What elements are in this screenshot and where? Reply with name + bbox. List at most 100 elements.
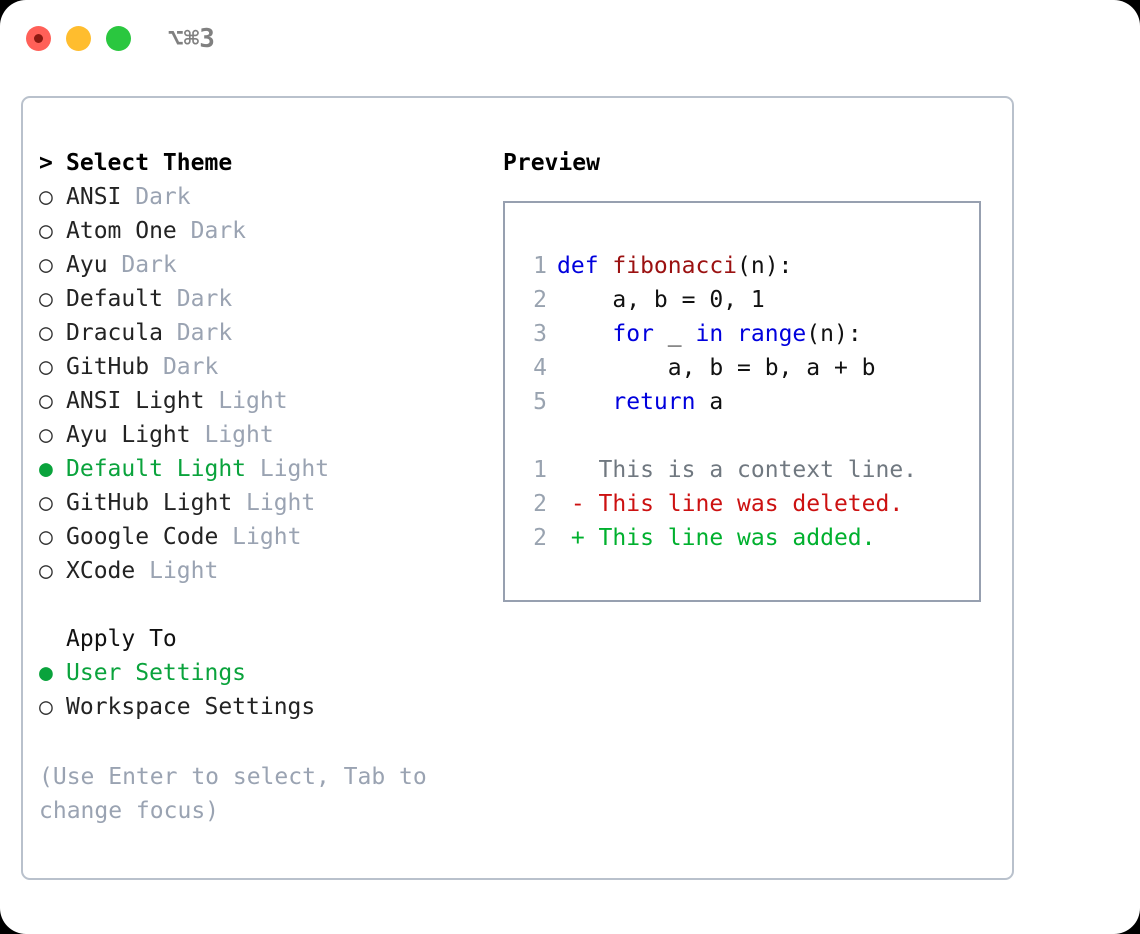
code-token: range <box>737 321 807 347</box>
radio-unselected-icon[interactable]: ○ <box>39 320 53 346</box>
prompt-marker: > <box>39 150 53 176</box>
apply-to-header: Apply To <box>39 622 479 656</box>
list-spacer <box>39 588 479 622</box>
line-number: 3 <box>533 321 547 347</box>
theme-variant-tag: Dark <box>107 252 177 278</box>
theme-list-item[interactable]: ○ Default Dark <box>39 282 479 316</box>
apply-to-header-label: Apply To <box>66 626 177 652</box>
window-title: ⌥⌘3 <box>168 24 215 54</box>
code-token: a, b = b, a + b <box>667 355 876 381</box>
theme-list-item[interactable]: ○ Ayu Light Light <box>39 418 479 452</box>
line-number: 5 <box>533 389 547 415</box>
theme-variant-tag: Dark <box>121 184 191 210</box>
theme-name-label: Atom One <box>66 218 177 244</box>
select-theme-header: > Select Theme <box>39 146 479 180</box>
theme-name-label: Default Light <box>66 456 247 482</box>
code-token: a <box>709 389 724 415</box>
theme-list-item[interactable]: ○ Dracula Dark <box>39 316 479 350</box>
code-indent <box>557 287 612 313</box>
theme-list-item[interactable]: ○Google Code Light <box>39 520 479 554</box>
code-token: return <box>612 389 710 415</box>
code-token: in <box>695 321 738 347</box>
minimize-button[interactable] <box>66 26 91 51</box>
preview-title: Preview <box>503 150 600 176</box>
diff-sample: 1 This is a context line.2 - This line w… <box>505 453 979 555</box>
theme-list-item[interactable]: ○ GitHub Dark <box>39 350 479 384</box>
theme-list-item[interactable]: ○XCode Light <box>39 554 479 588</box>
code-line: 5 return a <box>505 385 979 419</box>
theme-name-label: Ayu Light <box>66 422 191 448</box>
diff-line: 2 - This line was deleted. <box>505 487 979 521</box>
theme-variant-tag: Light <box>218 524 302 550</box>
theme-variant-tag: Dark <box>149 354 219 380</box>
radio-unselected-icon[interactable]: ○ <box>39 422 53 448</box>
content-panel: >Select Theme ○ANSI Dark○Atom One Dark○A… <box>21 96 1014 880</box>
code-line: 4 a, b = b, a + b <box>505 351 979 385</box>
code-line: 1 def fibonacci(n): <box>505 249 979 283</box>
code-token: _ <box>667 321 696 347</box>
code-token: (n): <box>806 321 862 347</box>
line-number: 4 <box>533 355 547 381</box>
radio-unselected-icon[interactable]: ○ <box>39 388 53 414</box>
select-theme-header-label: Select Theme <box>66 150 233 176</box>
theme-list-item[interactable]: ○Atom One Dark <box>39 214 479 248</box>
theme-name-label: ANSI Light <box>66 388 205 414</box>
theme-name-label: Dracula <box>66 320 163 346</box>
theme-variant-tag: Light <box>204 388 288 414</box>
radio-selected-icon[interactable]: ● <box>39 456 53 482</box>
theme-variant-tag: Light <box>232 490 316 516</box>
line-number: 1 <box>533 457 547 483</box>
apply-to-item[interactable]: ○ Workspace Settings <box>39 690 479 724</box>
radio-selected-icon[interactable]: ● <box>39 660 53 686</box>
close-button[interactable] <box>26 26 51 51</box>
code-token: fibonacci <box>612 253 738 279</box>
apply-to-item[interactable]: ●User Settings <box>39 656 479 690</box>
preview-gap <box>505 419 979 453</box>
theme-name-label: XCode <box>66 558 136 584</box>
theme-name-label: GitHub <box>66 354 150 380</box>
line-number: 1 <box>533 253 547 279</box>
theme-variant-tag: Dark <box>162 286 233 312</box>
code-token: a, b = 0, 1 <box>612 287 765 313</box>
line-number: 2 <box>533 525 547 551</box>
maximize-button[interactable] <box>106 26 131 51</box>
radio-unselected-icon[interactable]: ○ <box>39 524 53 550</box>
theme-variant-tag: Dark <box>162 320 233 346</box>
code-indent <box>557 355 668 381</box>
theme-name-label: Default <box>66 286 163 312</box>
code-token: for <box>612 321 668 347</box>
radio-unselected-icon[interactable]: ○ <box>39 490 53 516</box>
diff-text: - This line was deleted. <box>557 491 904 517</box>
theme-list-item[interactable]: ○ GitHub Light Light <box>39 486 479 520</box>
radio-unselected-icon[interactable]: ○ <box>39 694 53 720</box>
theme-selector-column: >Select Theme ○ANSI Dark○Atom One Dark○A… <box>39 146 479 724</box>
radio-unselected-icon[interactable]: ○ <box>39 252 53 278</box>
radio-unselected-icon[interactable]: ○ <box>39 218 53 244</box>
diff-text: + This line was added. <box>557 525 876 551</box>
keyboard-hint: (Use Enter to select, Tab to change focu… <box>39 764 427 824</box>
theme-name-label: ANSI <box>66 184 122 210</box>
theme-list-item[interactable]: ●Default Light Light <box>39 452 479 486</box>
theme-variant-tag: Light <box>190 422 274 448</box>
apply-to-list: ●User Settings ○ Workspace Settings <box>39 656 479 724</box>
radio-unselected-icon[interactable]: ○ <box>39 184 53 210</box>
theme-list-item[interactable]: ○ ANSI Light Light <box>39 384 479 418</box>
code-token: (n): <box>737 253 793 279</box>
apply-to-label: Workspace Settings <box>66 694 316 720</box>
diff-line: 1 This is a context line. <box>505 453 979 487</box>
theme-list: ○ANSI Dark○Atom One Dark○Ayu Dark○Defaul… <box>39 180 479 588</box>
theme-list-item[interactable]: ○ ANSI Dark <box>39 180 479 214</box>
title-bar: ⌥⌘3 <box>0 0 1140 78</box>
theme-list-item[interactable]: ○Ayu Dark <box>39 248 479 282</box>
theme-name-label: GitHub Light <box>66 490 233 516</box>
radio-unselected-icon[interactable]: ○ <box>39 286 53 312</box>
diff-line: 2 + This line was added. <box>505 521 979 555</box>
code-token: def <box>557 253 613 279</box>
line-number: 2 <box>533 491 547 517</box>
radio-unselected-icon[interactable]: ○ <box>39 558 53 584</box>
radio-unselected-icon[interactable]: ○ <box>39 354 53 380</box>
code-line: 3 for _ in range(n): <box>505 317 979 351</box>
